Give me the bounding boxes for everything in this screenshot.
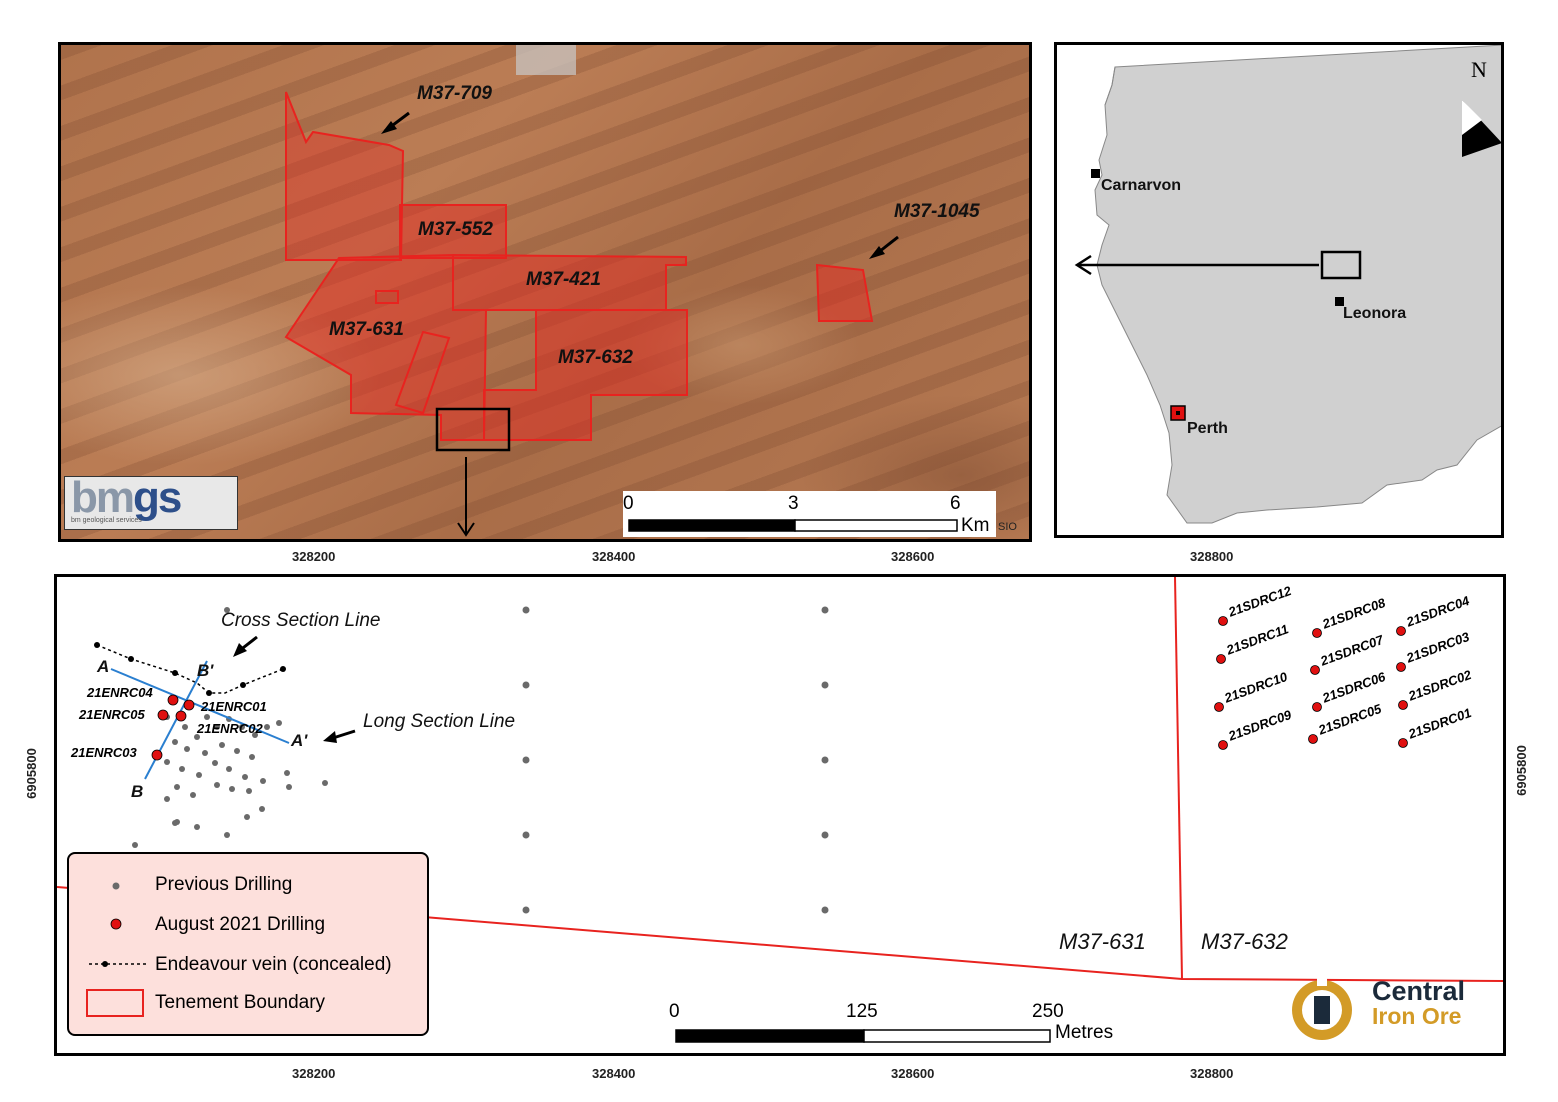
legend-item-endeavour-vein: Endeavour vein (concealed): [69, 954, 427, 978]
compound-feature: [516, 45, 576, 75]
town-carnarvon: Carnarvon: [1101, 177, 1182, 194]
tenement-m37-1045: [815, 263, 874, 322]
detail-label-m37-631: M37-631: [1059, 929, 1146, 954]
label-m37-552: M37-552: [418, 219, 493, 240]
detail-overlay: [57, 577, 1503, 1043]
hole-21enrc01: 21ENRC01: [201, 699, 267, 714]
y-tick-right: 6905800: [1513, 745, 1529, 796]
hole-21enrc02: 21ENRC02: [197, 721, 263, 736]
line-end-a-prime: A': [291, 731, 308, 750]
wa-outline: [1074, 45, 1501, 524]
line-end-a: A: [97, 657, 110, 676]
x-tick-top-328800: 328800: [1190, 549, 1234, 564]
y-tick-left: 6905800: [23, 748, 39, 799]
previous-drilling-cluster: [132, 607, 328, 848]
sat-scale-tick-6: 6: [950, 493, 961, 514]
legend-item-tenement-boundary: Tenement Boundary: [69, 989, 427, 1017]
tenement-overlay: [284, 45, 996, 537]
x-tick-bottom-328400: 328400: [592, 1066, 636, 1081]
metres-scale-unit: Metres: [1055, 1022, 1114, 1043]
long-section-label: Long Section Line: [363, 711, 516, 732]
label-m37-632: M37-632: [558, 347, 633, 368]
tenement-m37-709: [285, 91, 405, 261]
enrc-drill-markers: [151, 694, 195, 761]
town-marker-leonora: [1335, 297, 1344, 306]
tenement-m37-421: [452, 253, 687, 311]
central-iron-ore-logo: Central Iron Ore: [1286, 972, 1496, 1044]
metres-scale-tick-125: 125: [846, 1001, 878, 1022]
company-name-line1: Central: [1372, 976, 1466, 1006]
town-marker-carnarvon: [1091, 169, 1100, 178]
x-tick-bottom-328800: 328800: [1190, 1066, 1234, 1081]
location-inset-panel: N Carnarvon Leonora Perth: [1054, 42, 1504, 538]
label-m37-709: M37-709: [417, 83, 492, 104]
legend-item-august-drilling: August 2021 Drilling: [69, 914, 427, 938]
company-name-line2: Iron Ore: [1372, 1003, 1462, 1029]
previous-drilling-grid: [522, 606, 829, 914]
imagery-credit: SIO: [998, 521, 1017, 533]
metres-scale-tick-250: 250: [1032, 1001, 1064, 1022]
tenement-m37-632: [483, 309, 688, 441]
tenement-m37-552: [399, 204, 507, 259]
hole-21enrc05: 21ENRC05: [79, 707, 145, 722]
sat-scale-tick-0: 0: [623, 493, 634, 514]
label-m37-1045: M37-1045: [894, 201, 980, 222]
x-tick-top-328400: 328400: [592, 549, 636, 564]
project-location-box: [1320, 250, 1362, 280]
bmgs-logo: bmgs bm geological services: [64, 473, 238, 530]
legend-item-previous-drilling: Previous Drilling: [69, 874, 427, 898]
label-m37-631: M37-631: [329, 319, 404, 340]
hole-21enrc03: 21ENRC03: [71, 745, 137, 760]
map-legend: Previous Drilling August 2021 Drilling E…: [67, 852, 429, 1036]
label-m37-421: M37-421: [526, 269, 601, 290]
cross-section-label: Cross Section Line: [221, 610, 381, 631]
town-perth: Perth: [1187, 420, 1228, 437]
satellite-map-panel: M37-709 M37-552 M37-421 M37-631 M37-632 …: [58, 42, 1032, 542]
hole-21enrc04: 21ENRC04: [87, 685, 153, 700]
sat-scale-tick-3: 3: [788, 493, 799, 514]
sat-scale-unit: Km: [961, 515, 990, 536]
line-end-b: B: [131, 782, 144, 801]
x-tick-top-328200: 328200: [292, 549, 336, 564]
detail-label-m37-632: M37-632: [1201, 929, 1288, 954]
detail-extent-box: [435, 407, 511, 452]
line-end-b-prime: B': [197, 661, 214, 680]
long-section-line: [110, 668, 290, 744]
x-tick-top-328600: 328600: [891, 549, 935, 564]
company-emblem-icon: [1292, 974, 1352, 1040]
sdrc-drill-markers: [1214, 616, 1408, 750]
town-leonora: Leonora: [1343, 305, 1407, 322]
north-label: N: [1471, 57, 1487, 82]
metres-scale-tick-0: 0: [669, 1001, 680, 1022]
x-tick-bottom-328200: 328200: [292, 1066, 336, 1081]
x-tick-bottom-328600: 328600: [891, 1066, 935, 1081]
